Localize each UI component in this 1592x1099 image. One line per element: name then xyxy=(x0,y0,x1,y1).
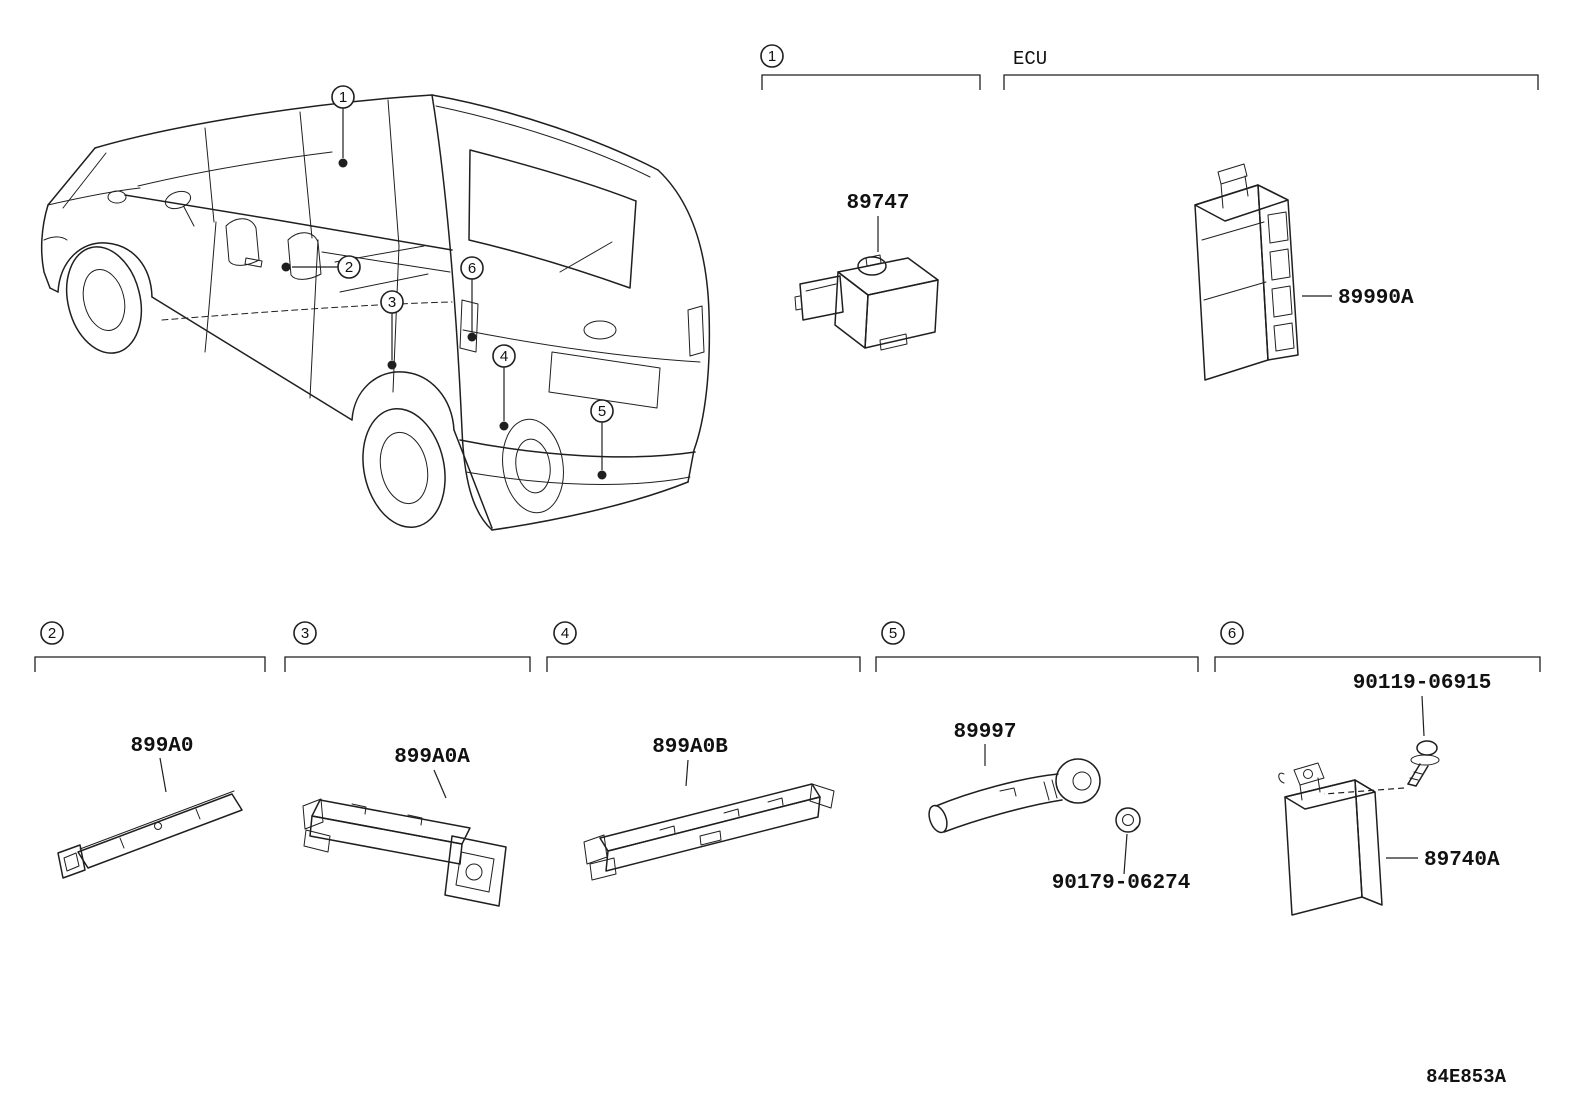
ecu-bracket xyxy=(1003,74,1539,90)
section-5-header: 5 xyxy=(875,621,1199,672)
svg-text:4: 4 xyxy=(561,625,569,642)
section-3-bracket xyxy=(284,656,531,672)
svg-text:2: 2 xyxy=(48,625,56,642)
part-90119-06915-group: 90119-06915 xyxy=(1323,672,1492,795)
part-89990A-drawing xyxy=(1194,163,1299,381)
location-dot-6 xyxy=(467,332,477,342)
part-899A0B-drawing xyxy=(583,783,835,881)
part-89740A-drawing xyxy=(1278,762,1383,916)
vehicle-callout-1: 1 xyxy=(331,85,355,168)
part-89747-drawing xyxy=(794,254,939,351)
callout-circle-6 xyxy=(460,256,484,280)
section-4-bracket xyxy=(546,656,861,672)
part-89997-label: 89997 xyxy=(953,721,1016,744)
part-89997-group: 89997 90179-06274 xyxy=(928,721,1191,895)
ecu-group-header: ECU xyxy=(1003,48,1539,90)
part-89990A-label: 89990A xyxy=(1338,287,1414,310)
section-1-callout xyxy=(760,44,784,68)
part-90179-06274-drawing xyxy=(1115,807,1141,833)
callout-circle-3 xyxy=(380,290,404,314)
section-1-bracket xyxy=(761,74,981,90)
callout-circle-4 xyxy=(492,344,516,368)
section-2-callout xyxy=(40,621,64,645)
location-dot-3 xyxy=(387,360,397,370)
svg-text:2: 2 xyxy=(345,259,353,276)
svg-text:4: 4 xyxy=(500,348,508,365)
part-89740A-label: 89740A xyxy=(1424,849,1500,872)
part-899A0B-group: 899A0B xyxy=(583,736,835,881)
section-4-header: 4 xyxy=(546,621,861,672)
section-6-header: 6 xyxy=(1214,621,1541,672)
callout-circle-2 xyxy=(337,255,361,279)
location-dot-5 xyxy=(597,470,607,480)
part-899A0-drawing xyxy=(57,790,243,879)
section-5-bracket xyxy=(875,656,1199,672)
svg-text:1: 1 xyxy=(339,89,347,106)
svg-text:3: 3 xyxy=(388,294,396,311)
section-6-callout xyxy=(1220,621,1244,645)
section-2-header: 2 xyxy=(34,621,266,672)
part-89997-drawing xyxy=(928,758,1101,834)
ecu-label: ECU xyxy=(1013,48,1047,70)
svg-text:3: 3 xyxy=(301,625,309,642)
vehicle-callout-6: 6 xyxy=(460,256,484,342)
part-90179-06274-label: 90179-06274 xyxy=(1052,872,1191,895)
part-899A0A-label: 899A0A xyxy=(394,746,470,769)
location-dot-1 xyxy=(338,158,348,168)
part-899A0B-label: 899A0B xyxy=(652,736,728,759)
vehicle-callout-3: 3 xyxy=(380,290,404,370)
part-899A0-group: 899A0 xyxy=(57,735,243,879)
part-89740A-group: 89740A xyxy=(1278,762,1500,916)
part-89747-group: 89747 xyxy=(794,192,939,351)
callout-circle-5 xyxy=(590,399,614,423)
part-89990A-group: 89990A xyxy=(1194,163,1414,381)
section-4-callout xyxy=(553,621,577,645)
part-899A0A-drawing xyxy=(302,798,507,907)
section-6-bracket xyxy=(1214,656,1541,672)
section-3-callout xyxy=(293,621,317,645)
section-3-header: 3 xyxy=(284,621,531,672)
svg-text:1: 1 xyxy=(768,48,776,65)
vehicle-callouts: 1 2 3 4 5 6 xyxy=(281,85,614,480)
section-1-header: 1 xyxy=(760,44,981,90)
vehicle-callout-4: 4 xyxy=(492,344,516,431)
location-dot-2 xyxy=(281,262,291,272)
part-899A0A-group: 899A0A xyxy=(302,746,507,907)
part-89747-label: 89747 xyxy=(846,192,909,215)
vehicle-callout-2: 2 xyxy=(281,255,361,279)
bolt-drawing xyxy=(1407,740,1440,787)
diagram-code: 84E853A xyxy=(1426,1066,1506,1088)
svg-text:5: 5 xyxy=(598,403,606,420)
part-899A0-label: 899A0 xyxy=(130,735,193,758)
callout-circle-1 xyxy=(331,85,355,109)
svg-text:5: 5 xyxy=(889,625,897,642)
section-2-bracket xyxy=(34,656,266,672)
section-5-callout xyxy=(881,621,905,645)
vehicle-illustration xyxy=(40,94,711,531)
svg-text:6: 6 xyxy=(468,260,476,277)
part-90119-06915-label: 90119-06915 xyxy=(1353,672,1492,695)
location-dot-4 xyxy=(499,421,509,431)
svg-text:6: 6 xyxy=(1228,625,1236,642)
vehicle-callout-5: 5 xyxy=(590,399,614,480)
